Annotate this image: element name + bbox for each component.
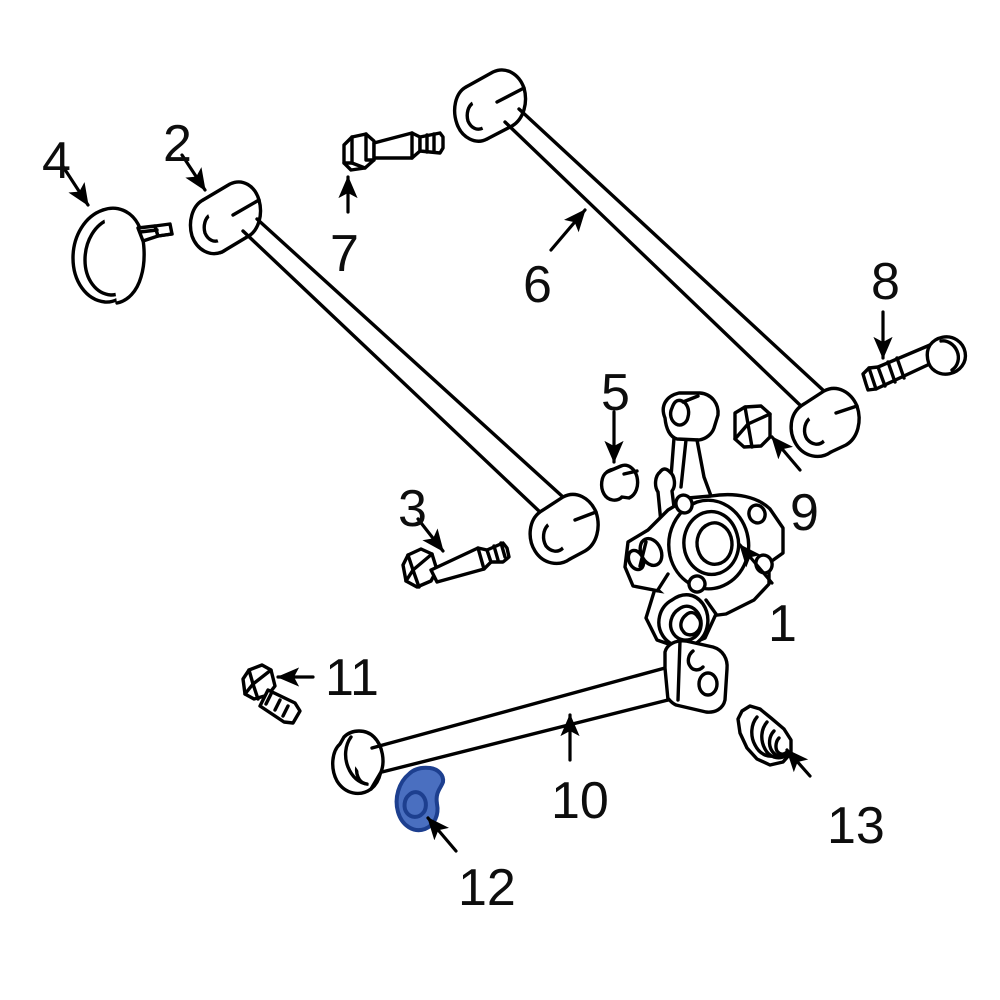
callout-number-7[interactable]: 7 <box>330 225 359 283</box>
callout-number-4[interactable]: 4 <box>42 132 71 190</box>
part-11-bolt <box>241 663 302 725</box>
callout-arrow-2 <box>180 153 207 192</box>
callout-arrow-13 <box>785 748 812 778</box>
part-5-bushing <box>599 463 640 502</box>
callout-number-5[interactable]: 5 <box>601 364 630 422</box>
part-3-bolt <box>401 541 511 589</box>
callout-number-6[interactable]: 6 <box>523 256 552 314</box>
callout-number-9[interactable]: 9 <box>790 484 819 542</box>
callout-arrow-4 <box>60 163 90 207</box>
callout-arrow-9 <box>770 435 802 472</box>
part-4-ball-joint <box>71 206 174 305</box>
part-6-rear-lateral-arm <box>453 68 861 459</box>
callout-arrow-12 <box>426 816 458 853</box>
callout-number-3[interactable]: 3 <box>398 480 427 538</box>
callout-number-12[interactable]: 12 <box>458 859 516 917</box>
part-7-bolt <box>342 131 445 172</box>
part-12-cam-adjuster <box>394 765 446 832</box>
callout-arrow-3 <box>416 517 445 553</box>
callout-arrow-1 <box>738 543 774 585</box>
callout-number-11[interactable]: 11 <box>325 649 379 707</box>
part-1-steering-knuckle <box>623 391 785 650</box>
callout-number-8[interactable]: 8 <box>871 253 900 311</box>
callout-number-1[interactable]: 1 <box>768 595 797 653</box>
part-10-trailing-arm <box>331 639 729 796</box>
callout-arrow-6 <box>549 208 587 252</box>
part-8-bolt <box>861 335 968 392</box>
part-2-upper-lateral-arm <box>188 180 600 566</box>
callout-number-10[interactable]: 10 <box>551 772 609 830</box>
part-13-stud-bolt <box>736 704 793 767</box>
part-9-nut <box>733 404 772 449</box>
callout-number-13[interactable]: 13 <box>827 797 885 855</box>
callout-number-2[interactable]: 2 <box>163 115 192 173</box>
